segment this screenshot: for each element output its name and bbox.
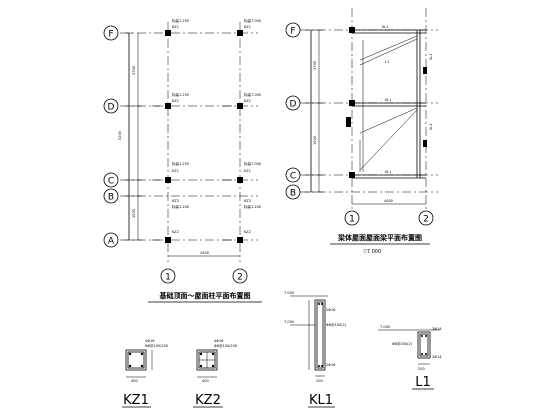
l1-width: 200 — [418, 367, 425, 371]
level-label-b1: 标高1.200 — [172, 204, 189, 209]
kz1-note-stirrup: Φ8@100/200 — [145, 344, 168, 348]
right-axis-label-2: 2 — [423, 215, 429, 225]
kl1-bottom-bars: 2Φ16 — [326, 363, 335, 367]
beam-tag-kl1-a: KL1 — [382, 25, 388, 29]
kz2-label: KZ2 — [195, 393, 221, 408]
kl1-label: KL1 — [309, 393, 333, 408]
column-tag-f2: KZ1 — [244, 25, 251, 29]
dim-width: 2400 — [200, 251, 209, 255]
right-plan-subtitle: ▽7.000 — [363, 249, 381, 255]
kl1-level-2: 7.000 — [284, 320, 294, 324]
right-axis-label-d: D — [290, 100, 297, 110]
axis-label-d: D — [108, 103, 115, 113]
dim-upper: 3700 — [132, 66, 136, 75]
beam-tag-kl1-v2: KL1 — [429, 54, 433, 60]
kz1-label: KZ1 — [123, 393, 149, 408]
column-tag-d1: KZ1 — [172, 99, 179, 103]
column-tag-d2: KZ1 — [244, 99, 251, 103]
beam-column-mid — [346, 117, 351, 127]
l1-stirrup: Φ8@200(2) — [392, 342, 413, 346]
column-c1 — [165, 177, 171, 183]
beam-column-c1 — [349, 172, 355, 178]
detail-kz2: 4Φ16 Φ8@100/200 400 KZ2 — [193, 339, 237, 408]
beam-column-f1 — [349, 27, 355, 33]
axis-label-b: B — [108, 193, 114, 203]
axis-label-f: F — [108, 30, 113, 40]
l1-label: L1 — [415, 375, 431, 390]
detail-kl1: 7.000 7.000 2Φ16 Φ8@100(2) 2Φ16 200 KL1 — [284, 291, 347, 408]
kz2-dim: 400 — [202, 379, 209, 383]
level-label-b2: 标高1.200 — [244, 204, 261, 209]
detail-kz1: 4Φ16 Φ8@100/200 400 KZ1 — [122, 339, 168, 408]
l1-top-bars: 2Φ14 — [432, 327, 442, 331]
level-label-d2: 标高7.000 — [244, 92, 261, 97]
column-a2 — [237, 237, 243, 243]
column-tag-b2: KZ2 — [244, 199, 251, 203]
right-dim-width: 4000 — [384, 199, 393, 203]
level-label-f1: 标高1.255 — [172, 18, 189, 23]
axis-label-a: A — [108, 237, 115, 247]
right-dim-a: 3700 — [313, 61, 317, 70]
beam-tag-kl1-c: KL1 — [385, 170, 391, 174]
right-axis-label-1: 1 — [349, 215, 355, 225]
left-column-plan: 5200 3700 1500 2400 F D C B A 1 2 标高1.25… — [103, 18, 262, 303]
column-tag-a1: KZ2 — [172, 230, 179, 234]
axis-label-c: C — [108, 177, 114, 187]
beam-tag-kl1-b: KL1 — [385, 98, 391, 102]
column-tag-f1: KZ1 — [172, 25, 179, 29]
kl1-stirrup: Φ8@100(2) — [326, 323, 347, 327]
right-plan-title: 梁体屋面屋面梁平面布置图 — [337, 233, 422, 242]
axis-label-2: 2 — [237, 273, 243, 283]
dim-total: 5200 — [118, 131, 122, 140]
column-f1 — [165, 30, 171, 36]
beam-tag-kl1-v: KL1 — [429, 124, 433, 130]
right-beam-plan: KL1 L1 KL1 KL1 KL1 KL1 3700 1500 4000 F … — [285, 8, 438, 255]
kz1-note-bars: 4Φ16 — [145, 339, 154, 343]
column-c2 — [237, 177, 243, 183]
right-dim-b: 1500 — [313, 136, 317, 145]
column-f2 — [237, 30, 243, 36]
kz2-note-bars: 4Φ16 — [214, 339, 223, 343]
kl1-width: 200 — [316, 379, 323, 383]
right-axis-label-c: C — [290, 172, 296, 182]
column-d2 — [237, 103, 243, 109]
dim-lower: 1500 — [132, 209, 136, 218]
kz1-dim: 400 — [131, 379, 138, 383]
l1-level: 7.000 — [380, 325, 390, 329]
column-d1 — [165, 103, 171, 109]
column-tag-c2: KZ1 — [244, 169, 251, 173]
kl1-level: 7.000 — [284, 291, 294, 295]
column-tag-b1: KZ2 — [172, 199, 179, 203]
level-label-f2: 标高7.000 — [244, 18, 261, 23]
left-plan-title: 基础顶面～屋面柱平面布置图 — [159, 291, 251, 300]
beam-column-right-b — [423, 140, 427, 147]
beam-tag-l1: L1 — [385, 60, 389, 64]
level-label-d1: 标高1.255 — [172, 92, 189, 97]
column-a1 — [165, 237, 171, 243]
level-label-c2: 标高7.000 — [244, 161, 261, 166]
level-label-c1: 标高1.255 — [172, 161, 189, 166]
right-axis-label-f: F — [290, 27, 295, 37]
column-tag-c1: KZ1 — [172, 169, 179, 173]
column-tag-a2: KZ2 — [244, 230, 251, 234]
right-axis-label-b: B — [290, 189, 296, 199]
beam-column-right-a — [423, 67, 427, 74]
kz2-note-stirrup: Φ8@100/200 — [214, 344, 237, 348]
axis-label-1: 1 — [165, 273, 171, 283]
detail-l1: 7.000 2Φ14 Φ8@200(2) 2Φ14 200 L1 — [378, 325, 442, 390]
beam-column-d1 — [349, 100, 355, 106]
l1-bottom-bars: 2Φ14 — [432, 355, 442, 359]
kl1-top-bars: 2Φ16 — [326, 308, 335, 312]
